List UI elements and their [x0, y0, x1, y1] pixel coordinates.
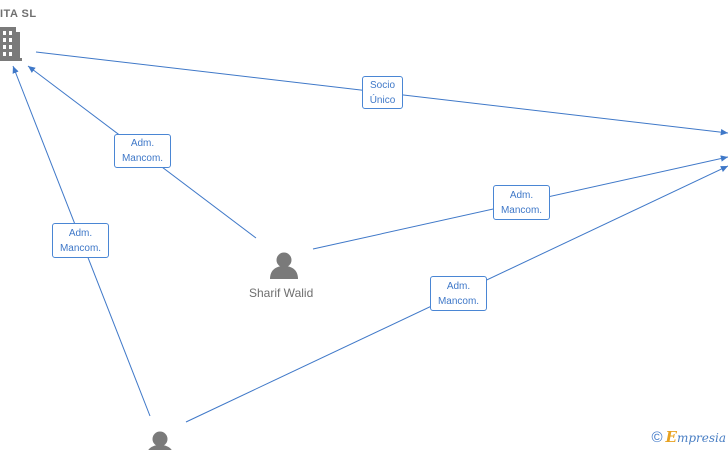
edge-label-line2: Único	[369, 94, 396, 106]
edge-label-adm-sharif-right: Adm. Mancom.	[493, 185, 550, 220]
edge-label-line2: Mancom.	[59, 242, 102, 254]
brand-logo: Empresia	[666, 428, 727, 446]
brand-initial: E	[665, 428, 677, 446]
edge-label-line1: Adm.	[509, 189, 534, 201]
company-label[interactable]: ITA SL	[0, 8, 37, 20]
edge-label-line1: Adm.	[130, 138, 155, 149]
edge-label-line2: Mancom.	[121, 153, 164, 164]
person-label-sharif[interactable]: Sharif Walid	[249, 286, 314, 300]
edge-label-line1: Socio	[369, 79, 395, 91]
edge-label-adm-bottom-right: Adm. Mancom.	[430, 276, 487, 311]
person-icon[interactable]	[146, 431, 174, 450]
building-icon[interactable]	[0, 27, 22, 61]
edge-label-line2: Mancom.	[437, 295, 480, 307]
edge-label-line1: Adm.	[446, 280, 471, 292]
copyright-icon: ©	[651, 428, 663, 446]
edge-label-socio: Socio Único	[362, 76, 403, 109]
edge-label-line1: Adm.	[68, 227, 93, 239]
person-icon[interactable]	[270, 252, 298, 280]
edge-label-adm-bottom-company: Adm. Mancom.	[52, 223, 109, 258]
edge-label-line2: Mancom.	[500, 204, 543, 216]
edge-label-adm-sharif-company: Adm. Mancom.	[114, 134, 171, 168]
brand-rest: mpresia	[676, 431, 726, 445]
empresia-watermark: © Empresia	[651, 428, 726, 446]
